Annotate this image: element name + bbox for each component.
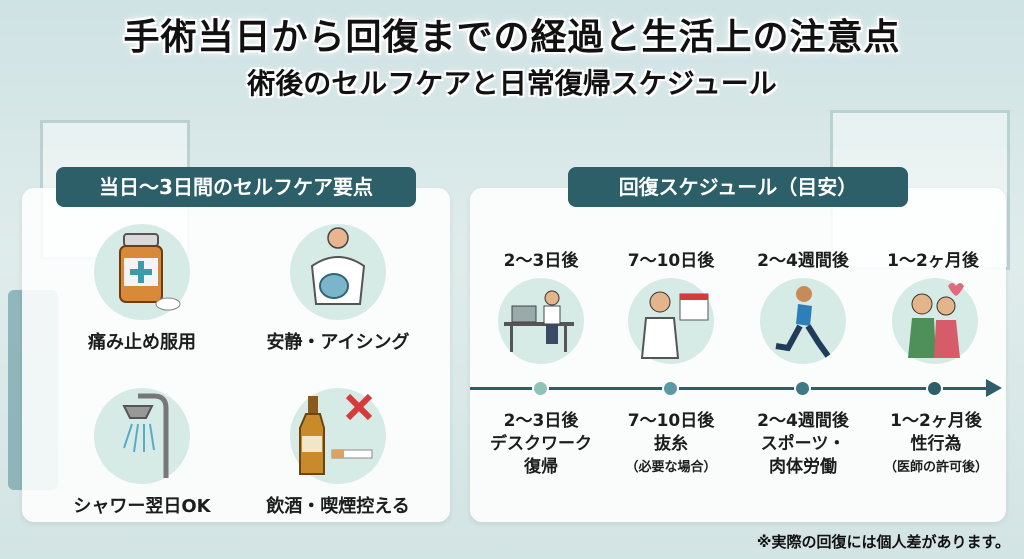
care-label-shower: シャワー翌日OK (73, 496, 211, 517)
stage-detail-activity: 抜糸 (654, 434, 688, 454)
stage-label-top: 1〜2ヶ月後 (887, 251, 979, 271)
desk-work-icon (498, 278, 584, 364)
stage-label-top: 2〜4週間後 (757, 251, 849, 271)
timeline-arrow-icon (986, 379, 1002, 397)
self-care-panel (22, 188, 450, 522)
stage-label-top: 2〜3日後 (503, 251, 579, 271)
stage-detail: 7〜10日後 抜糸 （必要な場合） (601, 410, 741, 479)
stage-detail: 2〜4週間後 スポーツ・ 肉体労働 (733, 410, 873, 479)
stage-detail: 2〜3日後 デスクワーク 復帰 (471, 410, 611, 479)
timeline-line (470, 387, 990, 390)
stage-detail-activity: デスクワーク (490, 434, 592, 454)
couple-icon (892, 278, 978, 364)
ice-pack-icon (290, 224, 386, 320)
stage-detail: 1〜2ヶ月後 性行為 （医師の許可後） (866, 410, 1006, 479)
schedule-heading: 回復スケジュール（目安） (568, 167, 908, 207)
footnote: ※実際の回復には個人差があります。 (756, 533, 1010, 551)
page-title: 手術当日から回復までの経過と生活上の注意点 (123, 17, 901, 58)
timeline-dot (662, 380, 679, 397)
care-label-painkiller: 痛み止め服用 (88, 332, 196, 353)
care-label-no-alcohol-smoking: 飲酒・喫煙控える (266, 496, 410, 517)
stage-detail-period: 1〜2ヶ月後 (890, 411, 982, 431)
timeline-dot (794, 380, 811, 397)
stage-detail-activity-2: 復帰 (524, 457, 558, 477)
stage-detail-period: 2〜3日後 (503, 411, 579, 431)
stage-detail-note: （医師の許可後） (883, 460, 988, 475)
stage-detail-activity-2: 肉体労働 (769, 457, 837, 477)
care-item-rest-ice: 安静・アイシング (238, 224, 438, 354)
shower-icon (94, 388, 190, 484)
stage-detail-period: 7〜10日後 (627, 411, 715, 431)
care-item-painkiller: 痛み止め服用 (42, 224, 242, 354)
medicine-bottle-icon (94, 224, 190, 320)
care-item-no-alcohol-smoking: 飲酒・喫煙控える (238, 388, 438, 518)
stage-detail-note: （必要な場合） (625, 460, 717, 475)
doctor-calendar-icon (628, 278, 714, 364)
stage-detail-activity: 性行為 (910, 434, 962, 454)
timeline-dot (532, 380, 549, 397)
care-label-rest-ice: 安静・アイシング (266, 332, 410, 353)
no-alcohol-smoking-icon (290, 388, 386, 484)
stage-label-top: 7〜10日後 (627, 251, 715, 271)
page-subtitle: 術後のセルフケアと日常復帰スケジュール (247, 67, 777, 100)
stage-detail-activity: スポーツ・ (760, 434, 846, 454)
stage-detail-period: 2〜4週間後 (757, 411, 849, 431)
running-icon (760, 278, 846, 364)
self-care-heading: 当日〜3日間のセルフケア要点 (56, 167, 416, 207)
timeline-dot (926, 380, 943, 397)
care-item-shower: シャワー翌日OK (42, 388, 242, 518)
